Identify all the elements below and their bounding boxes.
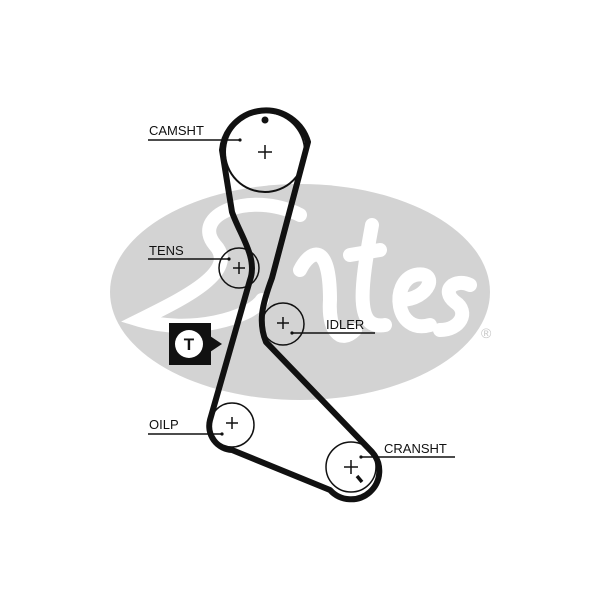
oil-pump-pulley xyxy=(148,402,255,448)
tensioner-pulley xyxy=(148,247,260,289)
tensioner-label: TENS xyxy=(149,243,184,258)
tension-marker-letter: T xyxy=(184,335,195,354)
tension-marker: T xyxy=(169,323,222,365)
timing-mark-icon xyxy=(261,116,269,124)
registered-mark: ® xyxy=(481,325,492,341)
camshaft-pulley xyxy=(148,111,306,193)
gates-watermark-logo: ® xyxy=(110,184,492,400)
oil-pump-label: OILP xyxy=(149,417,179,432)
crankshaft-pulley xyxy=(325,441,455,493)
timing-mark-icon xyxy=(355,474,364,484)
crankshaft-label: CRANSHT xyxy=(384,441,447,456)
camshaft-label: CAMSHT xyxy=(149,123,204,138)
idler-label: IDLER xyxy=(326,317,364,332)
idler-pulley xyxy=(261,302,375,346)
